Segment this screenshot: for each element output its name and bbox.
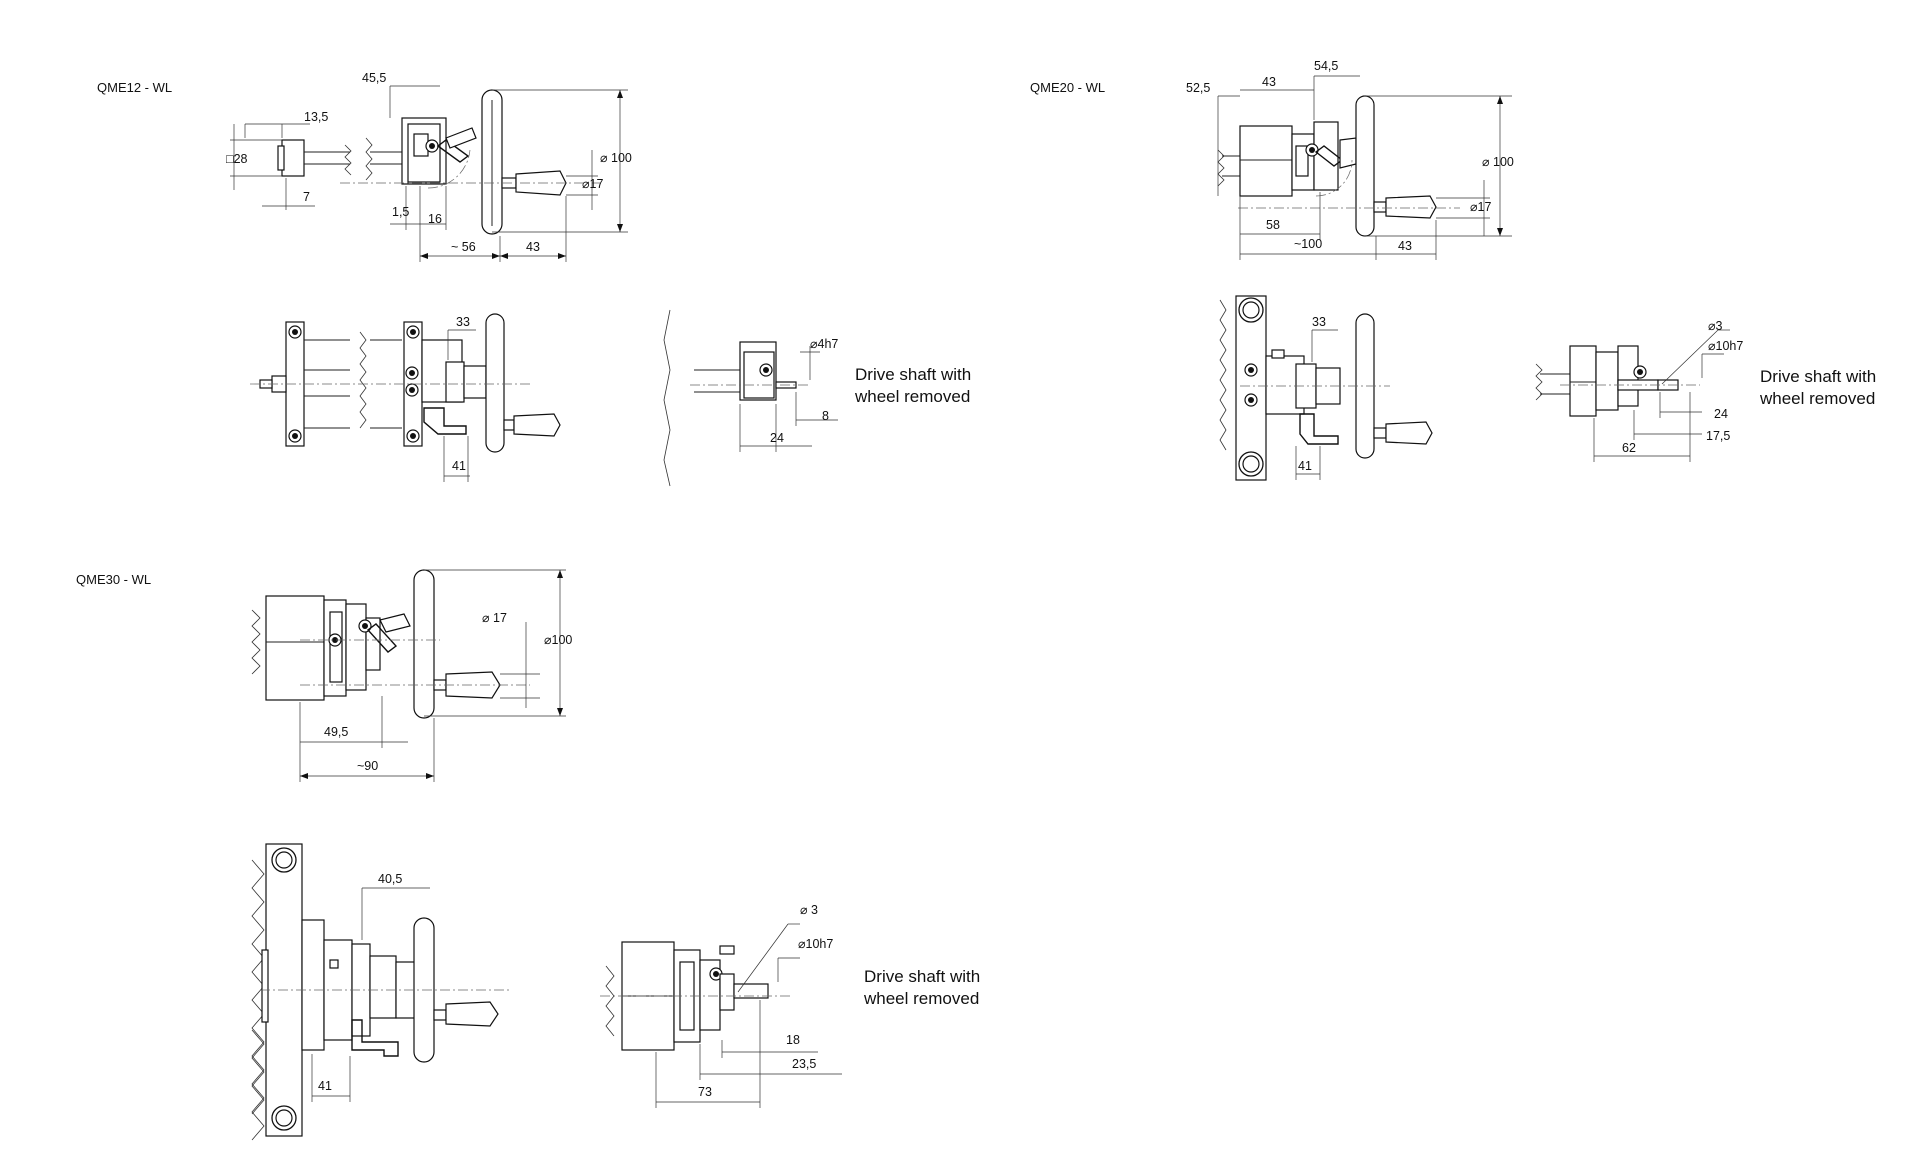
note-line-2: wheel removed (1760, 389, 1876, 408)
dim-49-5: 49,5 (324, 725, 349, 739)
dim-45-5: 45,5 (362, 71, 387, 85)
diameter-icon: ⌀ (600, 151, 608, 165)
dim-41: 41 (1298, 459, 1312, 473)
qme12-front-view (250, 313, 561, 482)
dim-8: 8 (822, 409, 829, 423)
dim-diameter-10h7: ⌀10h7 (798, 937, 834, 951)
note-line-1: Drive shaft with (855, 365, 972, 384)
note-line-1: Drive shaft with (864, 967, 981, 986)
qme20-drive-shaft-note: Drive shaft with wheel removed (1760, 366, 1876, 410)
diameter-icon: ⌀ (582, 177, 590, 191)
dim-43-top: 43 (1262, 75, 1276, 89)
qme12-drive-shaft-note: Drive shaft with wheel removed (855, 364, 971, 408)
dim-diameter-100: ⌀ 100 (600, 151, 632, 165)
dim-56: ~ 56 (451, 240, 476, 254)
dim-17-5: 17,5 (1706, 429, 1731, 443)
dim-90: ~90 (357, 759, 379, 773)
diameter-icon: ⌀ (800, 903, 808, 917)
qme30-drive-shaft-note: Drive shaft with wheel removed (864, 966, 980, 1010)
diameter-icon: ⌀ (798, 937, 806, 951)
qme20-side-view (1217, 75, 1512, 260)
qme20-title: QME20 - WL (1030, 80, 1106, 95)
dim-16: 16 (428, 212, 442, 226)
dim-33: 33 (1312, 315, 1326, 329)
dim-41: 41 (318, 1079, 332, 1093)
diameter-icon: ⌀ (1708, 319, 1716, 333)
diameter-icon: ⌀ (810, 337, 818, 351)
dim-73: 73 (698, 1085, 712, 1099)
dim-diameter-17: ⌀ 17 (482, 611, 507, 625)
dim-40-5: 40,5 (378, 872, 403, 886)
dim-24: 24 (770, 431, 784, 445)
dim-13-5: 13,5 (304, 110, 329, 124)
dim-24: 24 (1714, 407, 1728, 421)
qme12-drive-shaft-view (663, 309, 838, 487)
note-line-2: wheel removed (864, 989, 980, 1008)
dim-41: 41 (452, 459, 466, 473)
dim-62: 62 (1622, 441, 1636, 455)
note-line-1: Drive shaft with (1760, 367, 1877, 386)
dim-43: 43 (1398, 239, 1412, 253)
qme12-title: QME12 - WL (97, 80, 173, 95)
dim-7: 7 (303, 190, 310, 204)
dim-diameter-17: ⌀17 (1470, 200, 1492, 214)
dim-diameter-3: ⌀ 3 (800, 903, 818, 917)
dim-diameter-100: ⌀100 (544, 633, 573, 647)
qme20-drive-shaft-view (1535, 329, 1730, 462)
dim-diameter-10h7: ⌀10h7 (1708, 339, 1744, 353)
dim-43: 43 (526, 240, 540, 254)
dim-square-28: □28 (226, 152, 248, 166)
dim-diameter-17: ⌀17 (582, 177, 604, 191)
dim-diameter-100: ⌀ 100 (1482, 155, 1514, 169)
qme30-title: QME30 - WL (76, 572, 152, 587)
dim-52-5: 52,5 (1186, 81, 1211, 95)
dim-100: ~100 (1294, 237, 1323, 251)
qme30-drive-shaft-view (600, 923, 842, 1108)
diameter-icon: ⌀ (544, 633, 552, 647)
dim-33: 33 (456, 315, 470, 329)
dim-54-5: 54,5 (1314, 59, 1339, 73)
square-symbol-icon: □ (226, 152, 234, 166)
diameter-icon: ⌀ (1708, 339, 1716, 353)
dim-23-5: 23,5 (792, 1057, 817, 1071)
diameter-icon: ⌀ (482, 611, 490, 625)
qme20-front-view (1219, 295, 1433, 481)
dim-58: 58 (1266, 218, 1280, 232)
dim-diameter-4h7: ⌀4h7 (810, 337, 839, 351)
dim-1-5: 1,5 (392, 205, 410, 219)
diameter-icon: ⌀ (1482, 155, 1490, 169)
qme12-side-view (230, 85, 628, 262)
note-line-2: wheel removed (855, 387, 971, 406)
dim-diameter-3: ⌀3 (1708, 319, 1723, 333)
qme30-front-view (251, 843, 510, 1141)
qme30-side-view (251, 569, 566, 782)
dim-18: 18 (786, 1033, 800, 1047)
diameter-icon: ⌀ (1470, 200, 1478, 214)
